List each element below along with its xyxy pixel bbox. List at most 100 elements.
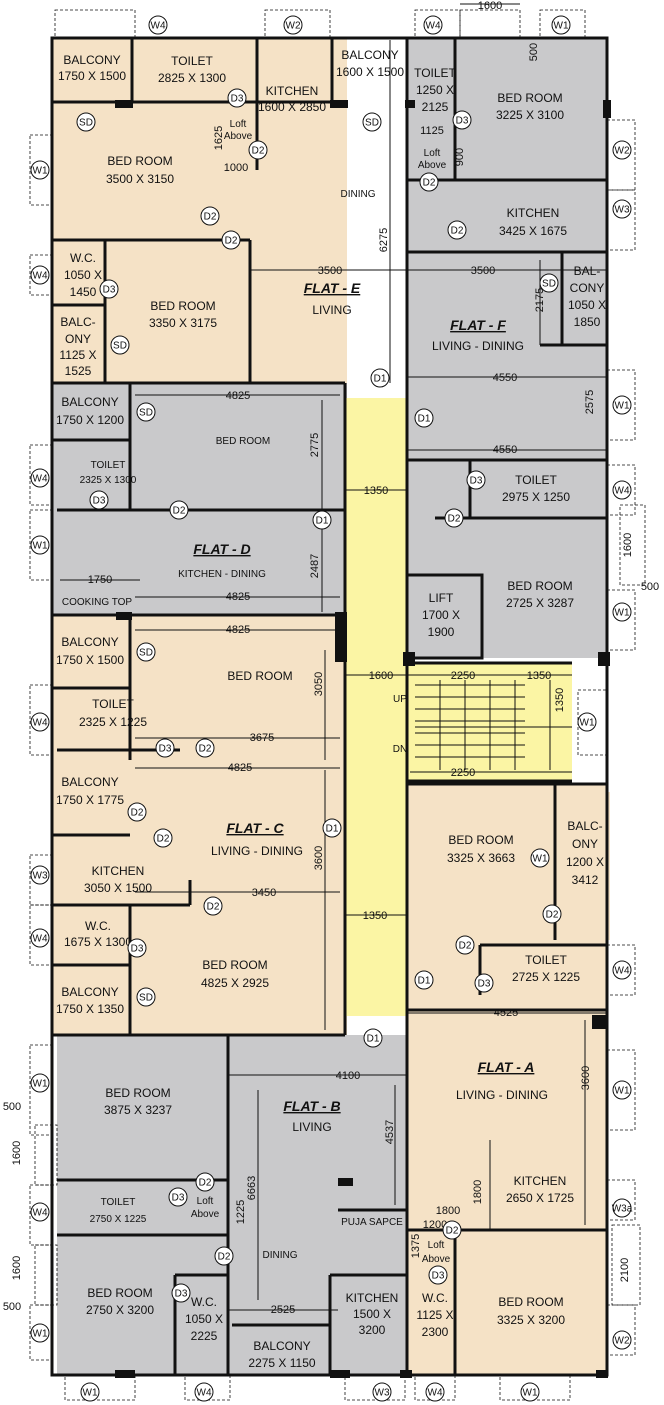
opening-tag-circle <box>612 960 632 980</box>
room-size: 3425 X 1675 <box>499 224 567 238</box>
flat-b-balcony-area <box>232 1325 327 1375</box>
opening-tag: D3 <box>99 279 119 299</box>
opening-tag-circle <box>520 1382 540 1402</box>
opening-tag: D2 <box>195 738 215 758</box>
opening-tag: D2 <box>419 172 439 192</box>
opening-tag: D2 <box>203 896 223 916</box>
opening-tag: D3 <box>428 1265 448 1285</box>
opening-tag-circle <box>444 508 464 528</box>
room-size: 3325 X 3663 <box>447 851 515 865</box>
room-label: COOKING TOP <box>62 597 133 608</box>
room-label: W.C. <box>70 251 96 265</box>
room-size: 1750 X 1350 <box>56 1002 124 1016</box>
dimension-label: 4550 <box>493 444 517 456</box>
loft-label: Above <box>422 1254 451 1265</box>
room-label: BED ROOM <box>498 1295 563 1309</box>
opening-tag-circle <box>474 973 494 993</box>
opening-tag-label: W1 <box>615 1086 630 1097</box>
room-label: BALCONY <box>63 53 120 67</box>
opening-tag-circle <box>283 15 303 35</box>
opening-tag: D2 <box>542 904 562 924</box>
room-size: 1050 X <box>568 298 606 312</box>
room-label: BALC- <box>567 819 602 833</box>
room-label: LIVING - DINING <box>211 844 303 858</box>
opening-tag: D2 <box>221 230 241 250</box>
lift-size: 1900 <box>428 625 455 639</box>
opening-tag: W2 <box>283 15 303 35</box>
room-size: 3412 <box>572 873 599 887</box>
opening-tag-circle <box>89 490 109 510</box>
opening-tag-circle <box>169 500 189 520</box>
room-label: BED ROOM <box>202 958 267 972</box>
opening-tag-circle <box>195 738 215 758</box>
opening-tag: SD <box>76 112 96 132</box>
dimension-label: 4825 <box>226 390 250 402</box>
opening-tag-label: SD <box>139 408 153 419</box>
opening-tag-label: D1 <box>326 824 339 835</box>
room-size: 1125 X <box>416 1308 453 1322</box>
opening-tag-label: W4 <box>33 934 48 945</box>
opening-tag: W1 <box>612 602 632 622</box>
opening-tag-circle <box>227 88 247 108</box>
opening-tag: D1 <box>322 818 342 838</box>
room-size: 1250 X <box>416 83 454 97</box>
dimension-label: 1800 <box>436 1205 460 1217</box>
opening-tag-label: SD <box>139 648 153 659</box>
stair-treads <box>415 680 572 770</box>
opening-tag: D3 <box>474 973 494 993</box>
opening-tag-circle <box>99 279 119 299</box>
opening-tag-circle <box>442 1220 462 1240</box>
opening-tag-circle <box>577 712 597 732</box>
room-size: 2650 X 1725 <box>506 1191 574 1205</box>
room-size: 2975 X 1250 <box>502 490 570 504</box>
opening-tag: D3 <box>452 110 472 130</box>
corridor-area <box>345 398 407 1016</box>
opening-tag-circle <box>30 265 50 285</box>
opening-tag: SD <box>136 987 156 1007</box>
stair-down-label: DN <box>393 744 407 755</box>
opening-tag-circle <box>200 206 220 226</box>
opening-tag-label: W1 <box>554 21 569 32</box>
opening-tag-label: D2 <box>199 1178 212 1189</box>
opening-tag-label: W4 <box>615 966 630 977</box>
flat-b-title: FLAT - B <box>283 1098 340 1114</box>
opening-tag-label: D2 <box>225 236 238 247</box>
dimension-label: 3500 <box>471 265 495 277</box>
dimension-label: 4825 <box>228 762 252 774</box>
opening-tag-label: D1 <box>367 1034 380 1045</box>
opening-tag-circle <box>168 1187 188 1207</box>
room-size: 2725 X 3287 <box>506 596 574 610</box>
opening-tag-circle <box>136 402 156 422</box>
opening-tag-circle <box>455 935 475 955</box>
opening-tag-circle <box>612 395 632 415</box>
opening-tag-label: D2 <box>157 834 170 845</box>
opening-tag: D1 <box>414 970 434 990</box>
opening-tag-label: W1 <box>523 1388 538 1399</box>
dimension-label: 2775 <box>309 433 321 457</box>
opening-tag: SD <box>136 402 156 422</box>
flat-b-area <box>57 1035 407 1375</box>
room-label: TOILET <box>101 1197 136 1208</box>
room-size: 1750 X 1200 <box>56 413 124 427</box>
opening-tag-circle <box>423 15 443 35</box>
dimension-label: 2575 <box>584 390 596 414</box>
opening-tag: D2 <box>455 935 475 955</box>
room-size: 1200 X <box>566 855 604 869</box>
opening-tag-circle <box>148 15 168 35</box>
opening-tag: D3 <box>155 738 175 758</box>
opening-tag-circle <box>363 1028 383 1048</box>
opening-tag: W4 <box>30 1202 50 1222</box>
room-size: 3050 X 1500 <box>84 881 152 895</box>
dimension-label: 3675 <box>250 732 274 744</box>
dimension-label: 1750 <box>88 574 112 586</box>
dimension-label: 2250 <box>451 670 475 682</box>
room-size: 2825 X 1300 <box>158 71 226 85</box>
opening-tag-label: D2 <box>207 902 220 913</box>
room-size: 1675 X 1300 <box>64 935 132 949</box>
room-label: LIVING <box>312 303 351 317</box>
dimension-label: 1800 <box>472 1180 484 1204</box>
room-label: BED ROOM <box>150 299 215 313</box>
